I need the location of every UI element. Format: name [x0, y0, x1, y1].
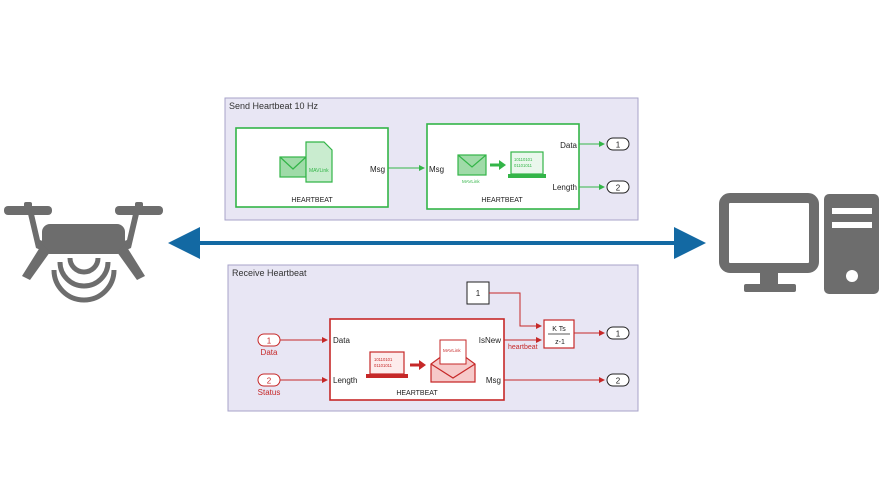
receive-outport-2[interactable]: 2 — [606, 373, 630, 387]
receive-inport-status-name: Status — [258, 388, 281, 397]
receive-panel-title: Receive Heartbeat — [232, 268, 307, 278]
send-outport-1[interactable]: 1 — [606, 137, 630, 151]
drone-icon — [4, 202, 163, 303]
svg-text:1: 1 — [267, 337, 272, 346]
receive-outport-1[interactable]: 1 — [606, 326, 630, 340]
receive-block-label: HEARTBEAT — [396, 390, 438, 397]
svg-text:2: 2 — [616, 184, 621, 193]
receive-heartbeat-block[interactable]: Data Length IsNew Msg 10110101 01101011 … — [329, 318, 505, 401]
send-block2-in-port: Msg — [429, 165, 444, 174]
receive-block-in-port-length: Length — [333, 376, 357, 385]
send-heartbeat-block-1[interactable]: MAVLink HEARTBEAT Msg — [235, 127, 389, 208]
send-block2-out-port-data: Data — [560, 141, 577, 150]
svg-text:MAVLink: MAVLink — [443, 348, 461, 353]
send-heartbeat-block-2[interactable]: Msg MAVLink 10110101 01101011 HEARTBEAT … — [426, 123, 580, 210]
receive-block-out-port-msg: Msg — [486, 376, 501, 385]
constant-wire — [489, 292, 542, 329]
constant-block[interactable]: 1 — [466, 281, 490, 305]
receive-block-in-port-data: Data — [333, 336, 350, 345]
receive-inport-status[interactable]: 2 Status — [257, 373, 281, 397]
svg-text:01101011: 01101011 — [374, 363, 393, 368]
receive-heartbeat-panel: Receive Heartbeat 1 1 Data 2 Status Data… — [227, 264, 639, 412]
svg-text:2: 2 — [267, 377, 272, 386]
desktop-computer-icon — [719, 193, 879, 294]
svg-text:z-1: z-1 — [555, 339, 565, 346]
send-block1-label: HEARTBEAT — [291, 197, 333, 204]
mavlink-envelope-icon: MAVLink — [279, 141, 333, 183]
svg-text:2: 2 — [616, 377, 621, 386]
receive-block-out-port-isnew: IsNew — [479, 336, 501, 345]
svg-text:K Ts: K Ts — [552, 326, 566, 333]
svg-text:01101011: 01101011 — [514, 163, 533, 168]
heartbeat-signal-label: heartbeat — [508, 344, 538, 351]
send-outport-2[interactable]: 2 — [606, 180, 630, 194]
mavlink-send-icon: MAVLink 10110101 01101011 — [457, 151, 546, 184]
svg-text:MAVLink: MAVLink — [462, 179, 480, 184]
svg-text:10110101: 10110101 — [374, 357, 393, 362]
svg-text:10110101: 10110101 — [514, 157, 533, 162]
send-block2-out-port-length: Length — [553, 183, 577, 192]
send-block1-out-port: Msg — [370, 165, 385, 174]
discrete-integrator-block[interactable]: K Ts z-1 — [543, 319, 575, 349]
svg-text:1: 1 — [476, 289, 481, 298]
send-panel-title: Send Heartbeat 10 Hz — [229, 101, 319, 111]
send-heartbeat-panel: Send Heartbeat 10 Hz MAVLink HEARTBEAT M… — [224, 97, 639, 221]
receive-inport-data[interactable]: 1 Data — [257, 333, 281, 357]
svg-text:MAVLink: MAVLink — [309, 168, 329, 174]
svg-text:1: 1 — [616, 141, 621, 150]
receive-inport-data-name: Data — [261, 348, 278, 357]
svg-text:1: 1 — [616, 330, 621, 339]
send-block2-label: HEARTBEAT — [481, 197, 523, 204]
mavlink-receive-icon: 10110101 01101011 MAVLink — [366, 339, 476, 383]
